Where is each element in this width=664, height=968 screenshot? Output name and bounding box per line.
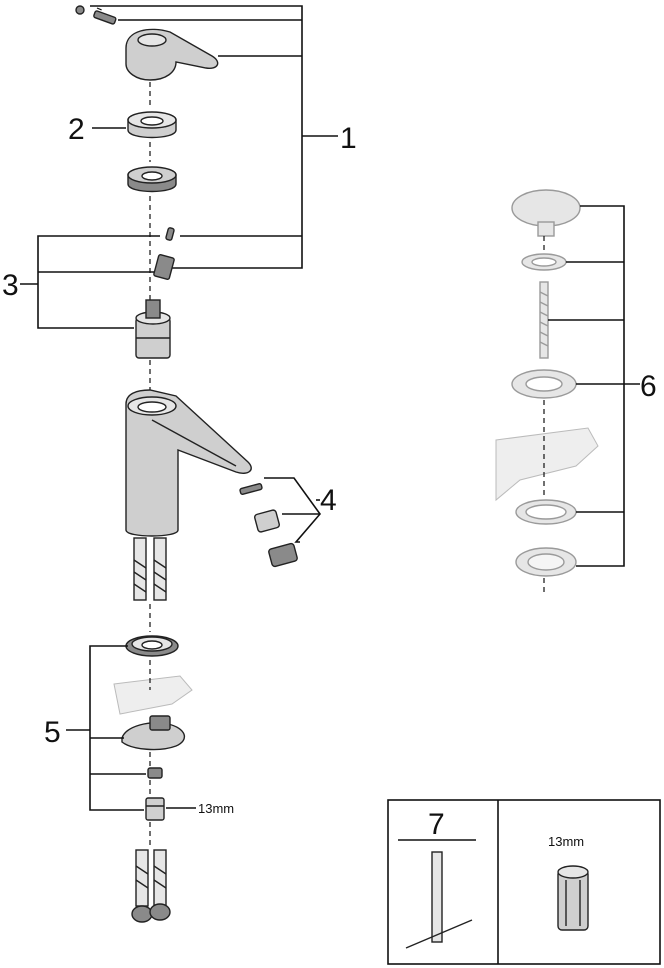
- faucet-body: [125, 389, 252, 537]
- callout-2: 2: [68, 113, 126, 146]
- waste-ring: [515, 499, 577, 525]
- countertop-section: [113, 675, 193, 715]
- waste-body: [515, 547, 577, 577]
- aerator-parts: [239, 483, 298, 568]
- mounting-set: [113, 635, 193, 848]
- callout-3-label: 3: [2, 269, 19, 302]
- waste-flange: [511, 369, 577, 399]
- callout-1-label: 1: [340, 122, 357, 155]
- aerator-insert: [254, 509, 280, 533]
- tool-key: [405, 851, 473, 949]
- cover-ring: [127, 111, 177, 139]
- fixing-plate: [121, 715, 186, 751]
- aerator-housing: [268, 542, 298, 568]
- supply-hoses-lower: [131, 849, 171, 923]
- tool-size-label: 13mm: [548, 834, 584, 849]
- fixing-nut: [147, 767, 163, 779]
- callout-6-label: 6: [640, 370, 657, 403]
- adapter-nut: [153, 254, 175, 280]
- callout-7-label: 7: [428, 808, 445, 841]
- handle-screw: [75, 5, 117, 25]
- callout-4-bracket: 4: [264, 477, 337, 543]
- nut-ring: [127, 166, 177, 193]
- handle-assembly: [75, 5, 219, 300]
- tool-socket: [557, 865, 589, 931]
- cartridge: [135, 299, 171, 359]
- callout-3-bracket: 3: [2, 235, 160, 329]
- callout-2-label: 2: [68, 113, 85, 146]
- tool-box: 7 13mm: [387, 799, 661, 965]
- supply-hoses-upper: [133, 537, 167, 632]
- waste-seal: [521, 253, 567, 271]
- nut-size-label-group: 13mm: [166, 801, 234, 816]
- cartridge-assembly: [135, 227, 175, 396]
- lever-handle: [125, 28, 219, 81]
- waste-rod: [539, 281, 549, 359]
- waste-plug: [511, 189, 581, 237]
- callout-5-label: 5: [44, 716, 61, 749]
- callout-4-label: 4: [320, 484, 337, 517]
- waste-set: [495, 189, 599, 594]
- callout-6-bracket: 6: [548, 205, 657, 567]
- small-screw: [165, 227, 175, 241]
- nut-size-label: 13mm: [198, 801, 234, 816]
- callout-5-bracket: 5: [44, 645, 146, 811]
- callout-1-bracket: 1: [90, 5, 357, 269]
- basin-section: [495, 427, 599, 502]
- threaded-sleeve: [145, 797, 165, 821]
- mounting-gasket: [125, 635, 179, 657]
- aerator-seal: [239, 483, 263, 495]
